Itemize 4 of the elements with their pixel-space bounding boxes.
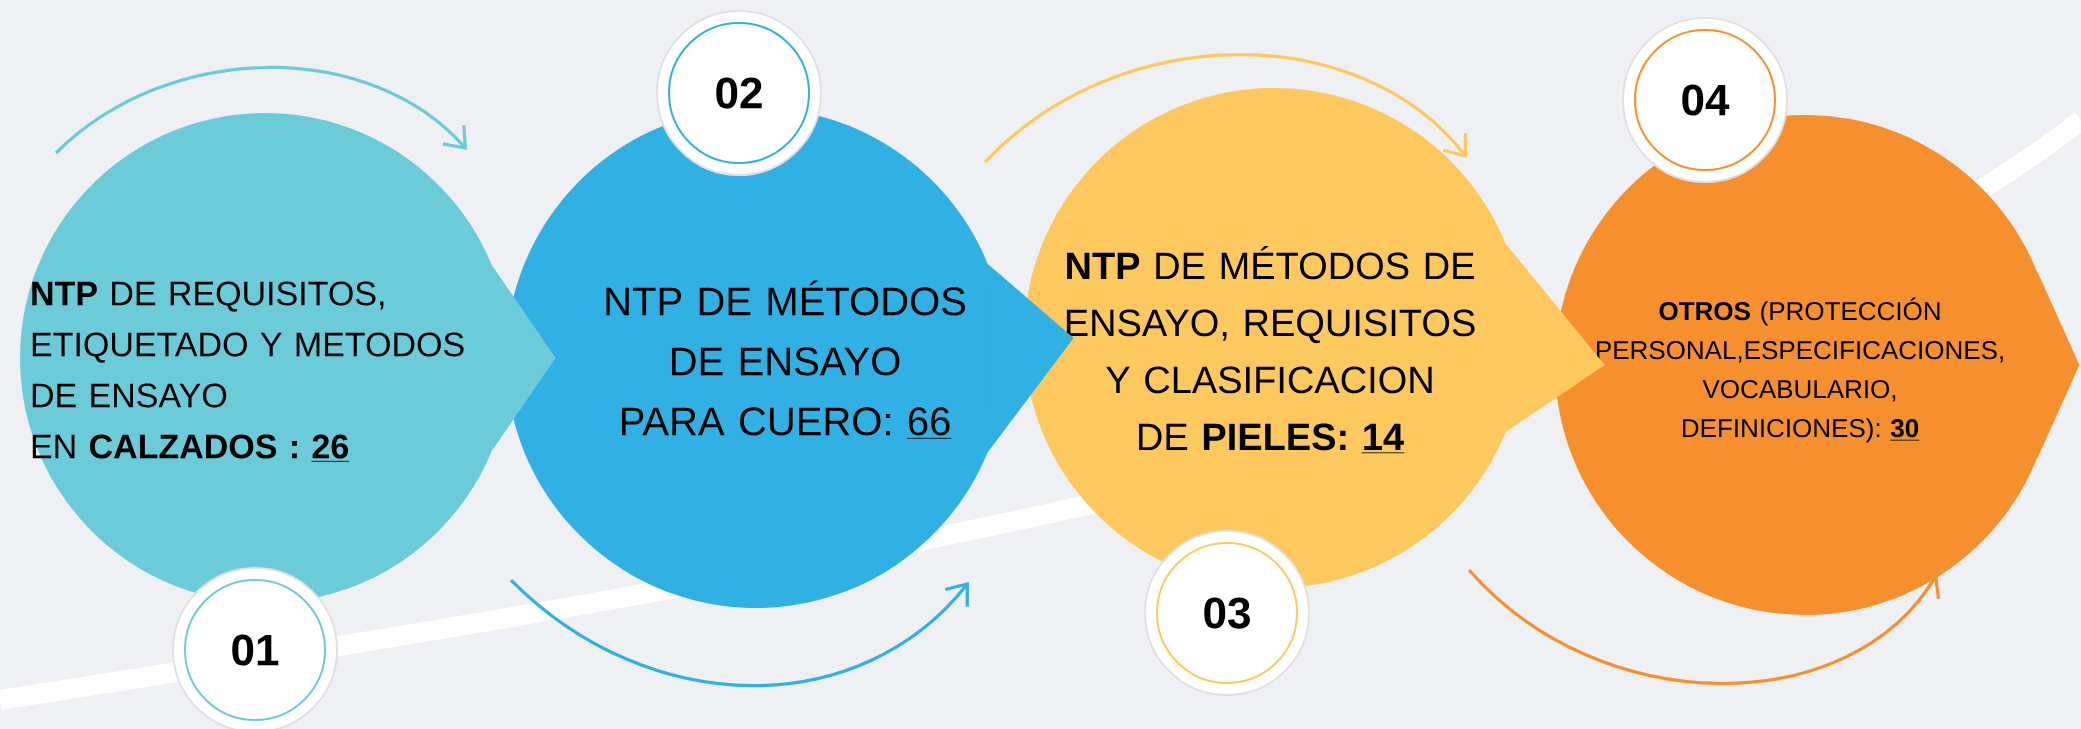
pointer-arrow <box>1506 244 1605 432</box>
pointer-arrow <box>492 266 556 450</box>
pointer-arrow <box>988 264 1074 452</box>
pointer-arrow <box>2037 271 2080 459</box>
